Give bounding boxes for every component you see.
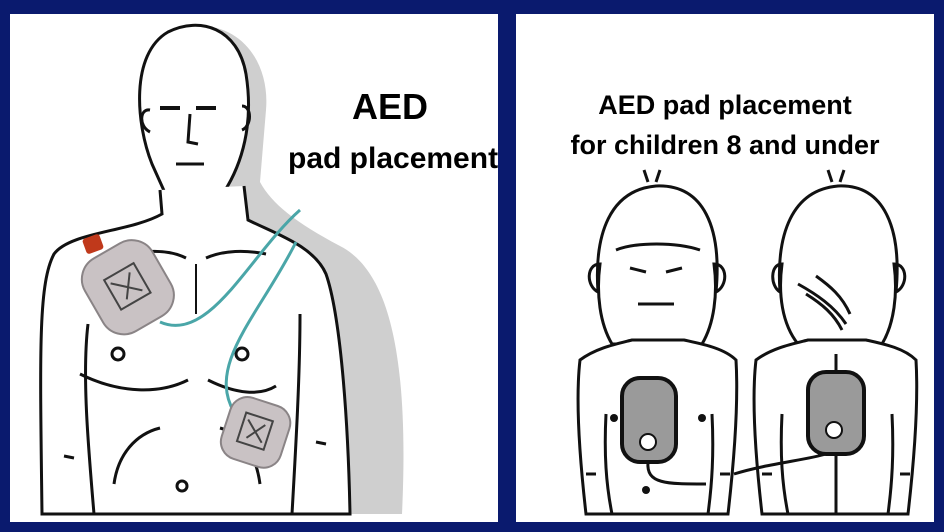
child-title-line-1: AED pad placement [516, 90, 934, 121]
adult-title-line-1: AED [352, 86, 428, 128]
child-hair-tuft [644, 170, 660, 182]
adult-aed-panel: AED pad placement [10, 14, 498, 522]
child-nipple-left [610, 414, 618, 422]
child-back-pad [808, 372, 864, 454]
child-navel [642, 486, 650, 494]
child-front-head [589, 186, 725, 344]
wrist-mark-right [316, 442, 326, 444]
child-back-hair-tuft [828, 170, 844, 182]
child-title-line-2: for children 8 and under [516, 130, 934, 161]
adult-title-line-2: pad placement [288, 142, 498, 176]
child-front-pad-connector [640, 434, 656, 450]
child-back-pad-connector [826, 422, 842, 438]
child-nipple-right [698, 414, 706, 422]
child-back-head [773, 186, 905, 344]
child-front-figure [578, 170, 737, 514]
child-back-figure [734, 170, 917, 514]
child-aed-panel: AED pad placement for children 8 and und… [516, 14, 934, 522]
wrist-mark-left [64, 456, 74, 458]
